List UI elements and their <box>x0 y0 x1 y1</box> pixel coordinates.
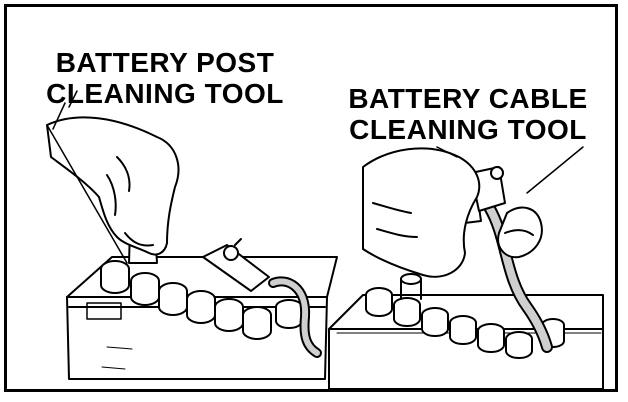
right-hand-icon <box>363 148 542 276</box>
battery-cable-cleaning-tool-label: BATTERY CABLE CLEANING TOOL <box>333 83 603 145</box>
left-hand-icon <box>47 91 178 263</box>
label-line-1: BATTERY CABLE <box>333 83 603 114</box>
cable-tool-pointer-2 <box>527 147 583 193</box>
left-battery-icon <box>67 257 337 379</box>
right-battery-icon <box>329 274 603 389</box>
label-line-2: CLEANING TOOL <box>35 78 295 109</box>
battery-post-cleaning-tool-label: BATTERY POST CLEANING TOOL <box>35 47 295 109</box>
label-line-1: BATTERY POST <box>35 47 295 78</box>
label-line-2: CLEANING TOOL <box>333 114 603 145</box>
illustration-frame: BATTERY POST CLEANING TOOL BATTERY CABLE… <box>4 4 618 392</box>
